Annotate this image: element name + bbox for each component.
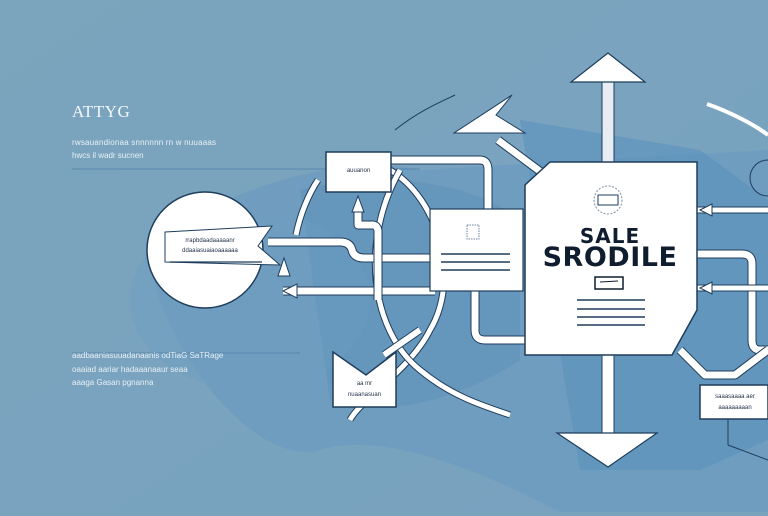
- bottom-card-line-2: nuaanasuan: [347, 392, 382, 398]
- thin-line: [394, 94, 456, 131]
- poster-heading-sale: SALE: [579, 224, 641, 248]
- sale-poster: [524, 161, 698, 356]
- bottom-left-card: [332, 350, 397, 408]
- arrow-diagonal-icon: [452, 94, 527, 134]
- footer-line-3: aaaga Gasan pgnanna: [72, 378, 154, 387]
- curve-left-small: [293, 178, 321, 236]
- poster-label-box: [594, 276, 624, 290]
- subtitle-line-1: rwsauandionaa snnnnnn rn w nuuaaas: [72, 138, 217, 147]
- arrow-up-icon: [569, 52, 647, 163]
- bubble-line-1: rrapbdaadaaaaanr: [185, 238, 235, 244]
- right-card-line-2: aaaaaaaaan: [718, 405, 752, 411]
- arrowhead-left-2: [698, 203, 713, 217]
- top-card: [325, 151, 392, 193]
- speech-bubble: [146, 191, 282, 309]
- top-card-label: auuanon: [346, 168, 371, 174]
- bubble-line-2: ddaaiasuaiaoaaaaaa: [182, 248, 238, 254]
- arrowhead-left-1: [281, 283, 298, 299]
- page-title: ATTYG: [72, 102, 131, 121]
- right-card: [699, 384, 768, 461]
- arrow-down-icon: [555, 354, 659, 468]
- arrowhead-up-1: [277, 256, 291, 277]
- bottom-card-line-1: aa mr: [356, 381, 373, 387]
- pipes: [268, 136, 768, 380]
- footer-line-1: aadbaaniasuuadanaanis odTiaG SaTRage: [72, 351, 224, 360]
- poster-heading-main: SRODILE: [542, 242, 678, 273]
- sale-badge-icon: [593, 185, 623, 215]
- right-card-line-1: saaasaaaa aer: [715, 394, 755, 400]
- curve-top-right: [706, 102, 768, 137]
- arrowhead-left-3: [698, 281, 713, 295]
- footer-line-2: oaaiad aariar hadaaanaaur seaa: [72, 365, 188, 374]
- middle-card: [429, 208, 524, 292]
- subtitle-line-2: hwcs il wadr sucnen: [72, 151, 144, 160]
- circle-outline-right: [749, 159, 768, 197]
- arrowhead-up-2: [351, 194, 365, 213]
